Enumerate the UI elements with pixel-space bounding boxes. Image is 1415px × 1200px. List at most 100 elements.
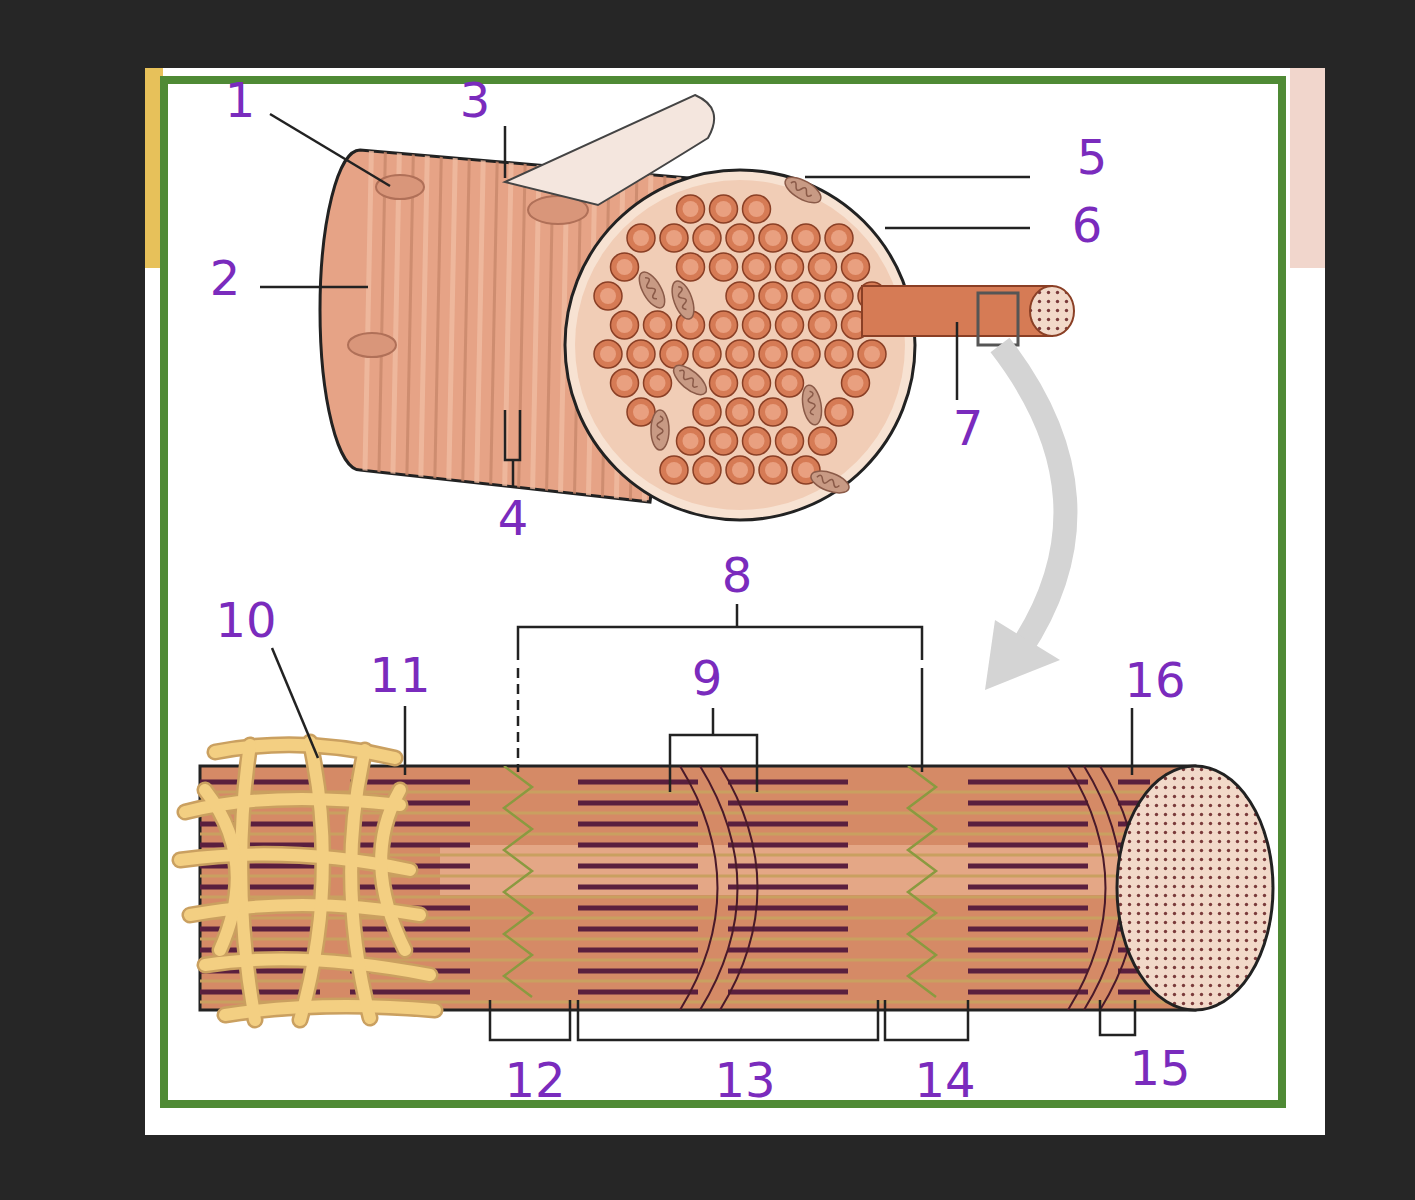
mitochondrion-body [651, 410, 669, 450]
mitochondrion-body [668, 278, 699, 322]
band-line [1068, 766, 1106, 1010]
myofibril-core [600, 346, 616, 362]
callout-number: 8 [722, 551, 753, 599]
myofibril-core [683, 317, 699, 333]
myofibril-section [726, 224, 754, 252]
thick-filament [728, 885, 848, 890]
mitochondrion-body [669, 360, 711, 400]
myofibril-section [776, 369, 804, 397]
myofibril-core [732, 288, 748, 304]
thick-filament [578, 822, 698, 827]
thick-filament [578, 843, 698, 848]
mitochondrion-crista [657, 416, 663, 440]
mitochondrion-crista [816, 474, 841, 488]
leaders [260, 114, 1135, 1040]
myofibril-section [825, 282, 853, 310]
mitochondrion-body [634, 268, 670, 312]
callout-number: 4 [498, 494, 529, 542]
zoom-box [978, 293, 1018, 345]
mitochondrion [634, 268, 670, 312]
myofibril-section [809, 253, 837, 281]
myofibril-section [743, 253, 771, 281]
myofibril-core [782, 375, 798, 391]
band-line [720, 766, 758, 1010]
pink-strip [1290, 68, 1325, 268]
mitochondrion-body [800, 384, 825, 427]
thick-filament [968, 822, 1088, 827]
thick-filament [350, 885, 470, 890]
myofibril-core [848, 259, 864, 275]
zoom-arrow [1000, 345, 1065, 650]
myofibril-section [693, 340, 721, 368]
myofibril-section [627, 340, 655, 368]
callout-number: 3 [460, 76, 491, 124]
myofibril-section [710, 427, 738, 455]
myofibril-core [732, 346, 748, 362]
myofibril-section [809, 311, 837, 339]
illustration-part [512, 460, 515, 486]
nucleus [376, 175, 424, 199]
thick-filament [578, 948, 698, 953]
illustration-part [272, 648, 318, 758]
myofibril-core [815, 317, 831, 333]
callout-number: 9 [692, 654, 723, 702]
white-panel [145, 68, 1325, 1135]
myofibril-section [726, 456, 754, 484]
myofibril-section [710, 195, 738, 223]
myofibril-section [759, 340, 787, 368]
myofibril-core [633, 346, 649, 362]
thick-filament [350, 843, 470, 848]
fiber-striation [434, 120, 442, 520]
myofibril-section [726, 340, 754, 368]
illustration-part [270, 114, 390, 186]
fiber-striation [462, 120, 470, 520]
reticulum-tube-edge [300, 742, 323, 1020]
myofibril-core [683, 201, 699, 217]
myofibril-core [716, 317, 732, 333]
mitochondrion-body [808, 467, 852, 498]
myofibril-section [693, 456, 721, 484]
myofibril-core [831, 230, 847, 246]
myofibril-core [666, 346, 682, 362]
myofibril-core [782, 317, 798, 333]
myofibril-section [611, 369, 639, 397]
thick-filament [578, 864, 698, 869]
myofibril-face [1117, 766, 1273, 1010]
myofibril-section [627, 224, 655, 252]
illustration-part [490, 1000, 570, 1040]
mitochondrion [669, 360, 711, 400]
myofibril-section [594, 282, 622, 310]
mitochondrion [668, 278, 699, 322]
myofibril-section [677, 195, 705, 223]
myofibril-section [644, 311, 672, 339]
myofibril-core [716, 201, 732, 217]
thick-filament [200, 780, 320, 785]
myofibril-section [842, 253, 870, 281]
reticulum-tube [300, 742, 323, 1020]
fiber-striation [476, 120, 484, 520]
myofibril-section [677, 253, 705, 281]
myofibril-section [743, 427, 771, 455]
myofibril-section [627, 398, 655, 426]
myofibril-section [710, 369, 738, 397]
myofibril-core [749, 259, 765, 275]
myofibril-section [644, 369, 672, 397]
myofibril-core [749, 375, 765, 391]
myofibril-section [660, 224, 688, 252]
myofibril-core [600, 288, 616, 304]
mitochondrion [651, 410, 669, 450]
myofibril-core [732, 404, 748, 420]
band-line [700, 766, 738, 1010]
mitochondrion-crista [642, 276, 659, 300]
myofibril-core [798, 288, 814, 304]
myofibril-core [831, 404, 847, 420]
callout-number: 7 [953, 404, 984, 452]
thin-filament [200, 980, 1195, 983]
thick-filament [728, 780, 848, 785]
myofibril-section [759, 224, 787, 252]
myofibril-section [759, 398, 787, 426]
thick-filament [728, 906, 848, 911]
myofibril-core [765, 462, 781, 478]
myofibril-core [765, 404, 781, 420]
myofibril-core [815, 259, 831, 275]
